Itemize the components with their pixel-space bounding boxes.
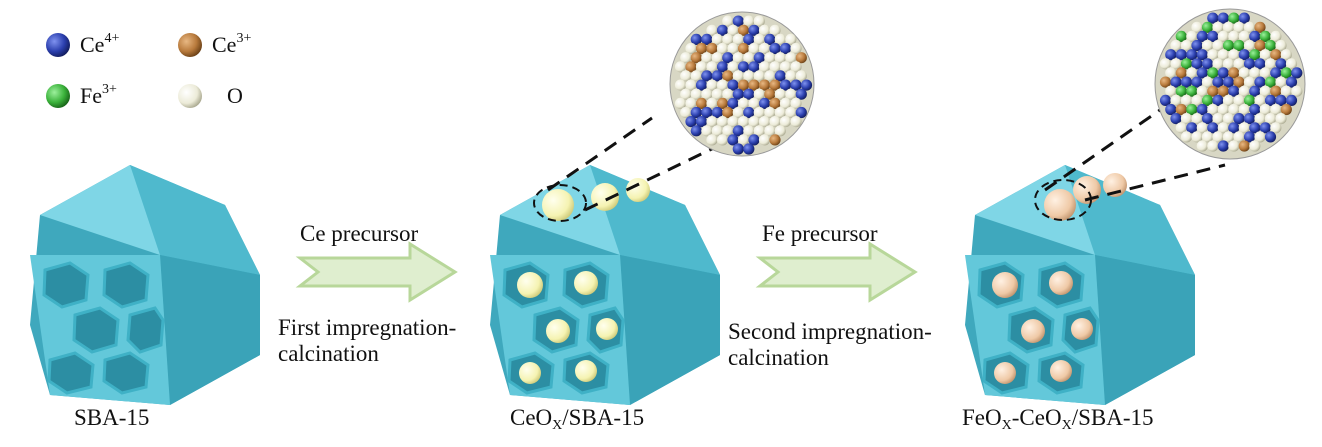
legend	[46, 33, 202, 108]
ce4-ion-icon	[46, 33, 70, 57]
ceox-sba15-label: CeOX/SBA-15	[510, 406, 644, 429]
ce3-ion-icon	[178, 33, 202, 57]
legend-ce4-label: Ce4+	[80, 34, 119, 56]
ceox-sba15-support	[490, 165, 720, 405]
legend-fe3-label: Fe3+	[80, 85, 117, 107]
fe-precursor-label: Fe precursor	[762, 222, 878, 245]
legend-ce3-label: Ce3+	[212, 34, 251, 56]
atom	[1265, 131, 1276, 142]
atom	[1181, 131, 1192, 142]
atom	[717, 134, 728, 145]
atom	[743, 143, 754, 154]
feox-ceox-sba15-support	[965, 165, 1195, 405]
sba15-support	[30, 165, 260, 405]
ce-precursor-label: Ce precursor	[300, 222, 418, 245]
first-step-line1: First impregnation-	[278, 316, 456, 339]
step-arrow-2	[760, 244, 915, 300]
atom	[1218, 140, 1229, 151]
atom	[1207, 140, 1218, 151]
atom	[790, 116, 801, 127]
feox-ceox-sba15-label: FeOX-CeOX/SBA-15	[962, 406, 1154, 429]
atom	[769, 134, 780, 145]
atom	[1249, 140, 1260, 151]
second-step-line2: calcination	[728, 346, 829, 369]
atom	[706, 134, 717, 145]
first-step-line2: calcination	[278, 342, 379, 365]
feox-ceox-nanoparticle	[1155, 9, 1305, 159]
atom	[759, 134, 770, 145]
ceo2-nanoparticle	[670, 12, 814, 156]
step-arrow-1	[300, 244, 455, 300]
atom	[1197, 140, 1208, 151]
sba15-label: SBA-15	[74, 406, 149, 429]
second-step-line1: Second impregnation-	[728, 320, 932, 343]
atom	[733, 143, 744, 154]
legend-o-label: O	[227, 85, 243, 107]
fe3-ion-icon	[46, 84, 70, 108]
atom	[691, 125, 702, 136]
atom	[1239, 140, 1250, 151]
oxygen-icon	[178, 84, 202, 108]
atom	[1228, 140, 1239, 151]
